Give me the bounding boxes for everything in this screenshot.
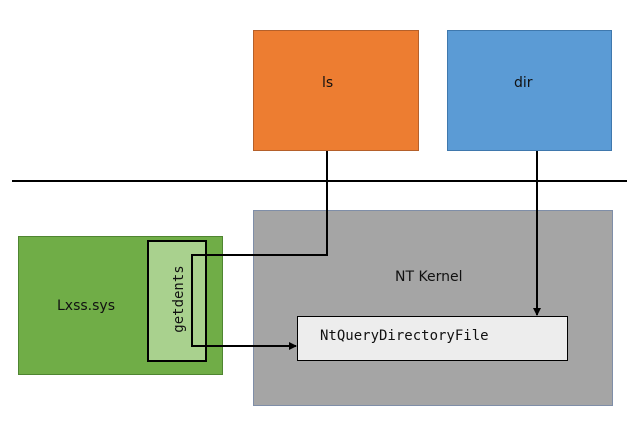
- ls-process-box: ls: [253, 30, 419, 151]
- ls-to-getdents-line: [191, 151, 328, 350]
- getdents-box: getdents: [147, 240, 207, 362]
- lxss-label: Lxss.sys: [57, 298, 115, 314]
- ls-label: ls: [322, 75, 334, 91]
- nt-kernel-box: NT Kernel: [253, 210, 613, 406]
- ntquerydirectoryfile-box: NtQueryDirectoryFile: [297, 316, 568, 361]
- dir-process-box: dir: [447, 30, 612, 151]
- nt-kernel-label: NT Kernel: [395, 269, 463, 285]
- dir-label: dir: [514, 75, 533, 91]
- user-kernel-divider: [12, 180, 627, 182]
- ntquerydirectoryfile-label: NtQueryDirectoryFile: [320, 328, 489, 344]
